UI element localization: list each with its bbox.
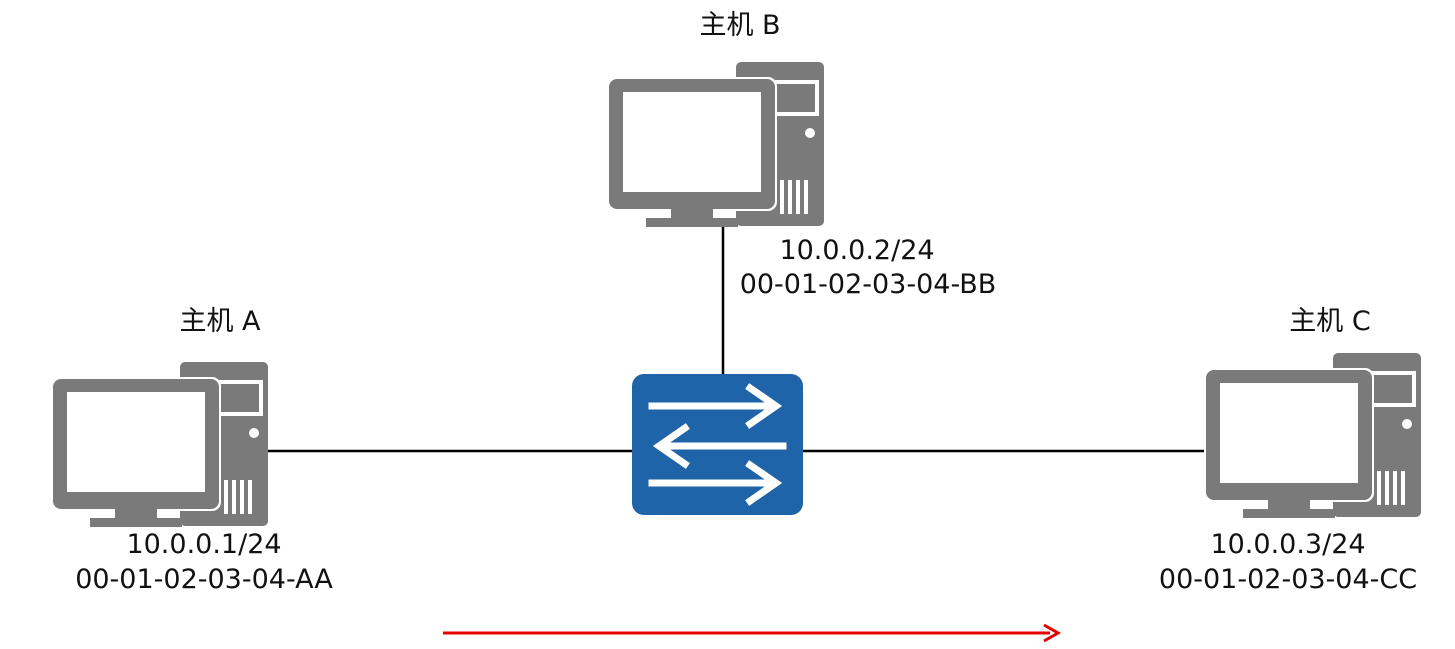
host-c-ip: 10.0.0.3/24 [1210, 529, 1366, 560]
host-b-desktop-computer-icon [605, 60, 826, 229]
host-c-name: 主机 C [1289, 306, 1371, 337]
host-c-desktop-computer-icon [1202, 351, 1423, 520]
switch-arrows-icon [632, 374, 803, 515]
host-a-desktop-computer-icon [49, 360, 270, 529]
host-b-ip: 10.0.0.2/24 [779, 235, 935, 266]
host-a-mac: 00-01-02-03-04-AA [75, 564, 333, 595]
host-c-mac: 00-01-02-03-04-CC [1158, 564, 1418, 595]
host-a-ip: 10.0.0.1/24 [126, 529, 282, 560]
traffic-direction-arrow [443, 623, 1062, 643]
host-b-name: 主机 B [699, 10, 781, 41]
host-a-name: 主机 A [179, 306, 261, 337]
host-b-mac: 00-01-02-03-04-BB [739, 269, 997, 300]
